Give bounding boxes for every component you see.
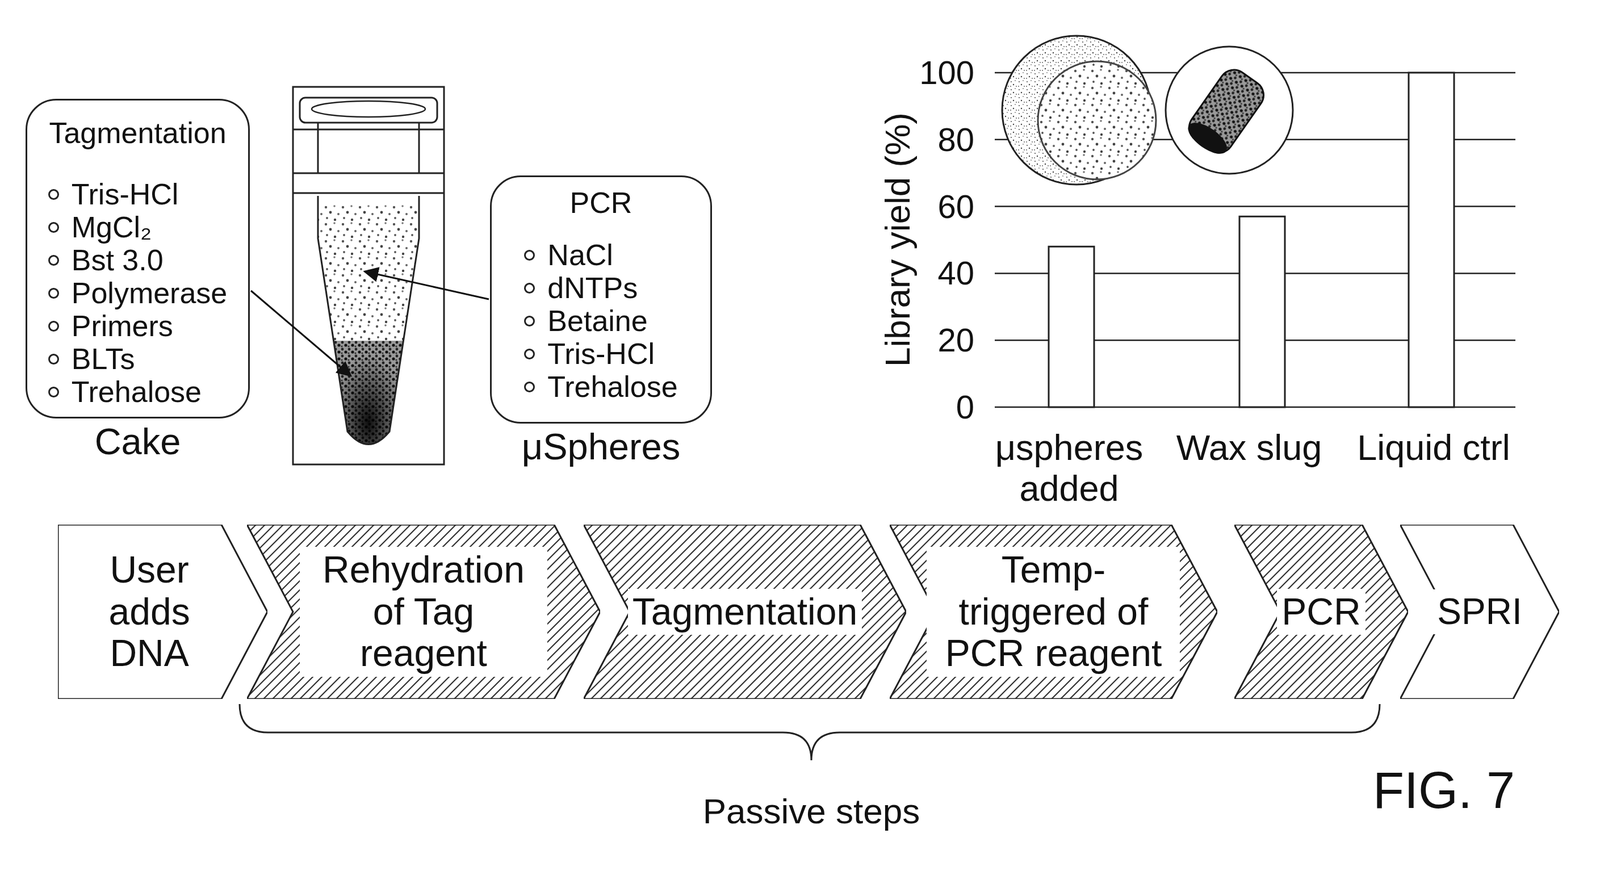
list-row: Trehalose (524, 370, 678, 404)
chevron-outline (246, 524, 601, 699)
step-label: PCR (1276, 588, 1365, 636)
box-heading: Tagmentation (48, 116, 226, 150)
microspheres-box: PCR NaCldNTPsBetaineTris-HClTrehalose μSph… (489, 175, 712, 469)
bullet (48, 189, 60, 200)
step-label: SPRI (1432, 589, 1527, 635)
reagent-item: Betaine (547, 303, 648, 338)
category-label: Wax slug (1176, 426, 1323, 468)
bullet (48, 287, 60, 299)
reagent-list: Tris-HClMgCl₂Bst 3.0PolymerasePrimersBLT… (48, 177, 228, 409)
chevron-text-area: PCR (1266, 524, 1377, 699)
bullet (524, 282, 535, 294)
step-label: User adds DNA (79, 546, 220, 678)
list-row: Trehalose (48, 375, 228, 409)
chevron-outline (889, 524, 1218, 699)
list-row: NaCl (524, 238, 678, 272)
reagent-list: NaCldNTPsBetaineTris-HClTrehalose (524, 238, 678, 404)
category-label: μspheres added (975, 426, 1163, 510)
bullet (524, 315, 535, 327)
chevron-text-area: Rehydration of Tag reagent (279, 524, 569, 699)
box-caption: μSpheres (489, 425, 712, 469)
tube-illustration (292, 86, 445, 465)
reagent-frame: TagmentationTris-HClMgCl₂Bst 3.0Polymera… (25, 98, 250, 419)
chevron-outline (583, 524, 907, 699)
chevron-text-area: Tagmentation (616, 524, 875, 699)
chevron-text-area: User adds DNA (63, 524, 236, 699)
bullet (524, 381, 535, 393)
reagent-item: Trehalose (547, 369, 678, 404)
bullet (48, 254, 60, 266)
tick-label: 80 (937, 120, 975, 159)
chevron-outline (57, 524, 268, 699)
reagent-item: BLTs (71, 341, 136, 376)
box-heading: PCR (570, 186, 633, 220)
tick-label: 60 (937, 187, 975, 226)
box-caption: Cake (25, 420, 250, 464)
bar (1239, 216, 1285, 408)
bullet (524, 249, 535, 261)
step-chevron: SPRI (1400, 524, 1560, 699)
reagent-item: Tris-HCl (71, 177, 179, 212)
reagent-item: Bst 3.0 (71, 243, 164, 278)
bullet (48, 222, 60, 233)
list-row: dNTPs (524, 271, 678, 305)
brace (239, 704, 1380, 761)
reagent-item: Primers (71, 308, 174, 343)
step-label: Rehydration of Tag reagent (299, 546, 548, 678)
inset-photos (1002, 35, 1293, 185)
axis-title: Library yield (%) (877, 112, 918, 367)
leader-arrows (250, 271, 489, 376)
reagent-item: NaCl (547, 237, 614, 272)
list-row: Tris-HCl (524, 337, 678, 371)
reagent-frame: PCR NaCldNTPsBetaineTris-HClTrehalose (489, 175, 712, 424)
tick-label: 40 (937, 254, 975, 293)
figure-number: FIG. 7 (1372, 761, 1515, 821)
list-row: Bst 3.0 (48, 243, 228, 277)
bullet (48, 353, 60, 365)
list-row: Primers (48, 309, 228, 343)
step-chevron: PCR (1234, 524, 1409, 699)
tick-label: 20 (937, 321, 975, 360)
tick-label: 0 (956, 388, 975, 427)
chevron-text-area: SPRI (1432, 524, 1528, 699)
reagent-item: Tris-HCl (547, 336, 655, 371)
step-chevron: Temp- triggered of PCR reagent (889, 524, 1218, 699)
reagent-item: Trehalose (71, 374, 202, 409)
step-label: Temp- triggered of PCR reagent (926, 546, 1180, 678)
list-row: MgCl₂ (48, 210, 228, 244)
category-label: Liquid ctrl (1356, 426, 1511, 468)
list-row: Betaine (524, 304, 678, 338)
reagent-item: MgCl₂ (71, 210, 153, 245)
tick-label: 100 (919, 53, 975, 92)
brace-label: Passive steps (702, 790, 921, 832)
bullet (48, 320, 60, 332)
bullet (524, 348, 535, 360)
list-row: Polymerase (48, 276, 228, 310)
bar (1048, 246, 1095, 408)
chevron-outline (1400, 524, 1560, 699)
bullet (48, 386, 60, 398)
cake-box: TagmentationTris-HClMgCl₂Bst 3.0Polymera… (25, 98, 250, 464)
step-chevron: Rehydration of Tag reagent (246, 524, 601, 699)
step-chevron: User adds DNA (57, 524, 268, 699)
step-label: Tagmentation (627, 588, 862, 636)
reagent-item: Polymerase (71, 275, 228, 311)
list-row: BLTs (48, 342, 228, 376)
list-row: Tris-HCl (48, 177, 228, 211)
chevron-text-area: Temp- triggered of PCR reagent (922, 524, 1186, 699)
step-chevron: Tagmentation (583, 524, 907, 699)
chevron-outline (1234, 524, 1409, 699)
bar (1408, 72, 1455, 408)
reagent-item: dNTPs (547, 270, 638, 305)
